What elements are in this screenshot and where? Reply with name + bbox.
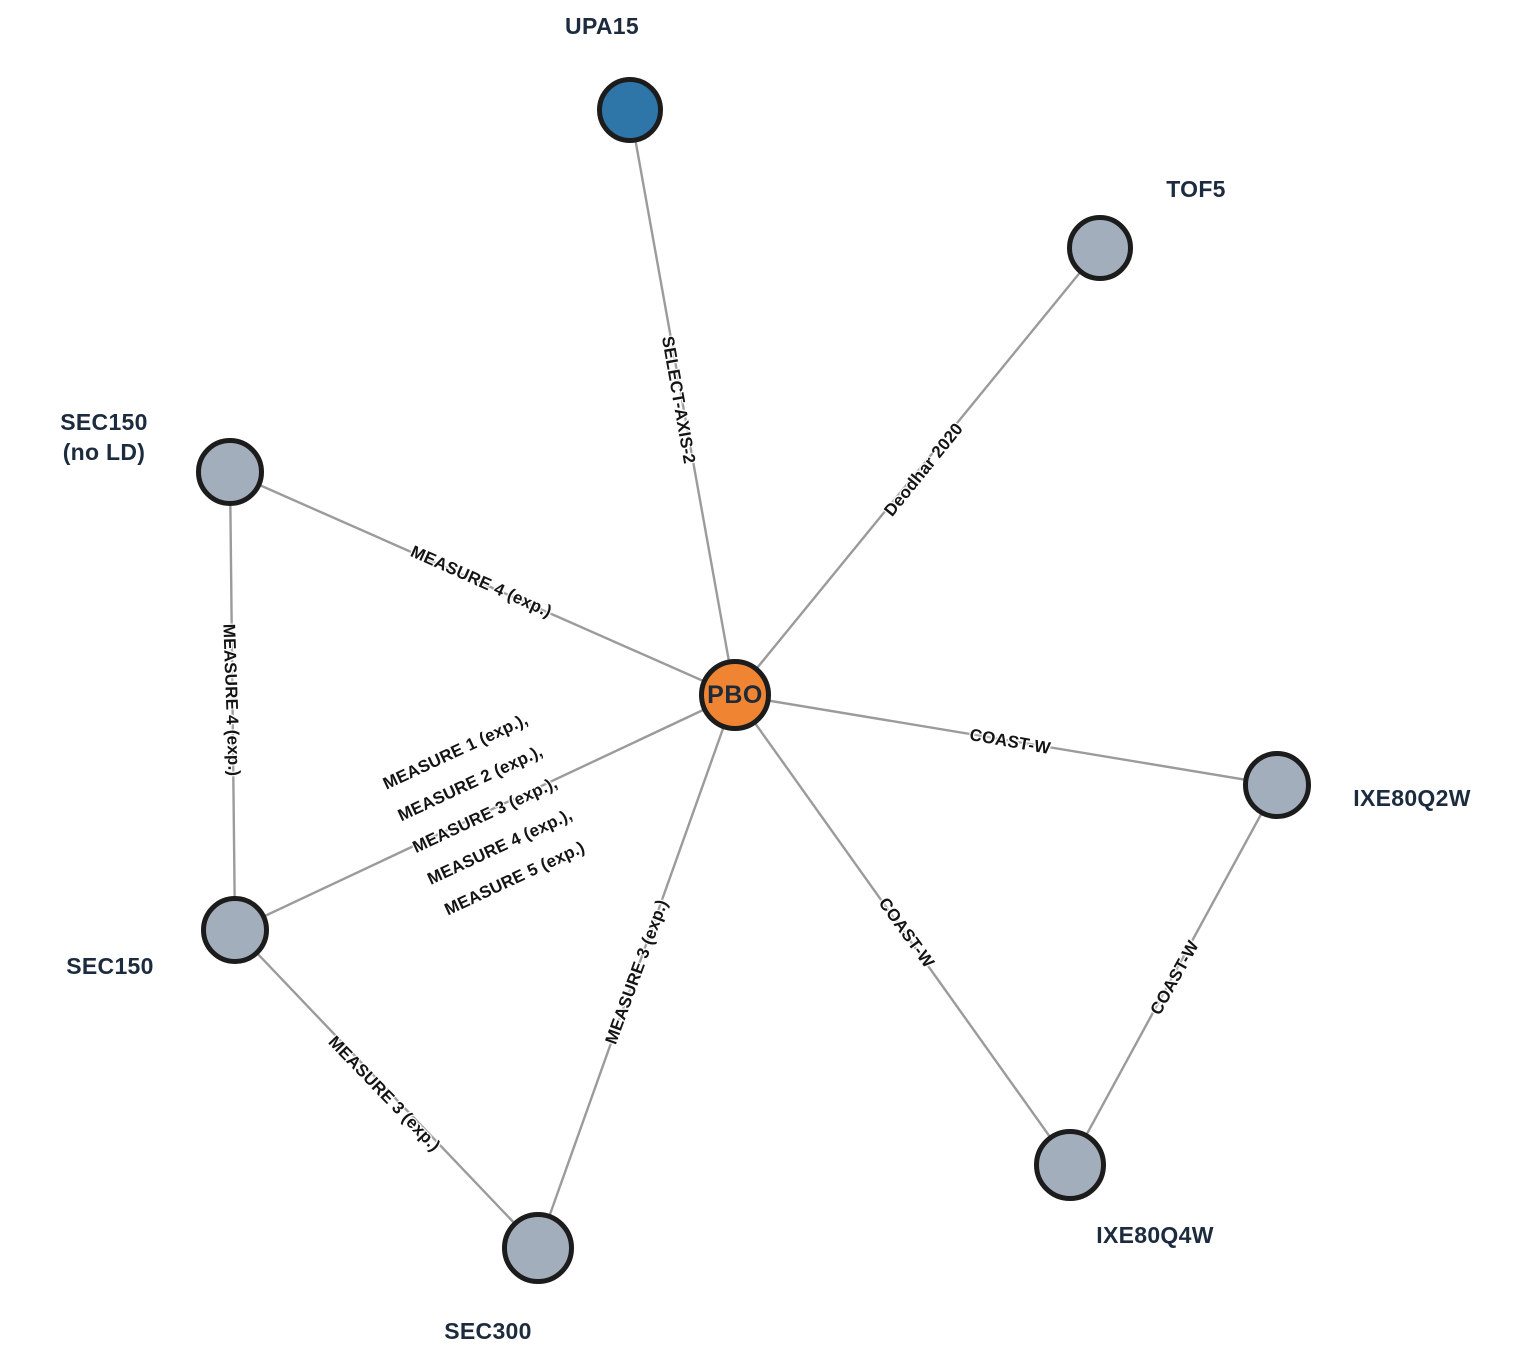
- node-label-sec150-nold: SEC150 (no LD): [60, 407, 147, 467]
- node-label-upa15: UPA15: [565, 13, 639, 39]
- edge-pbo-upa15: [628, 109, 737, 696]
- node-pbo[interactable]: PBO: [699, 659, 771, 731]
- node-label-line: (no LD): [62, 439, 146, 465]
- node-ixe80q4w[interactable]: [1034, 1129, 1106, 1201]
- node-upa15[interactable]: [597, 77, 663, 143]
- edge-sec150nold-sec150: [228, 471, 237, 931]
- edge-pbo-sec300: [536, 694, 737, 1249]
- node-ixe80q2w[interactable]: [1243, 751, 1311, 819]
- node-sec300[interactable]: [502, 1212, 574, 1284]
- edge-pbo-sec150nold: [229, 470, 736, 697]
- edge-pbo-sec150: [234, 693, 736, 932]
- node-label-line: SEC150: [60, 409, 148, 435]
- node-label-ixe80q4w: IXE80Q4W: [1096, 1222, 1214, 1248]
- node-tof5[interactable]: [1067, 215, 1133, 281]
- edge-pbo-ixe80q4w: [734, 694, 1071, 1166]
- edge-pbo-ixe80q2w: [734, 693, 1278, 787]
- edge-sec150-sec300: [234, 929, 539, 1249]
- node-pbo-label: PBO: [707, 680, 763, 709]
- node-label-tof5: TOF5: [1166, 176, 1226, 202]
- edge-ixe80q2w-ixe80q4w: [1068, 784, 1279, 1166]
- edge-pbo-tof5: [734, 247, 1101, 696]
- node-sec150-nold[interactable]: [196, 438, 264, 506]
- node-label-sec300: SEC300: [444, 1318, 532, 1344]
- node-label-sec150: SEC150: [66, 953, 154, 979]
- node-label-ixe80q2w: IXE80Q2W: [1353, 785, 1471, 811]
- node-sec150[interactable]: [201, 896, 269, 964]
